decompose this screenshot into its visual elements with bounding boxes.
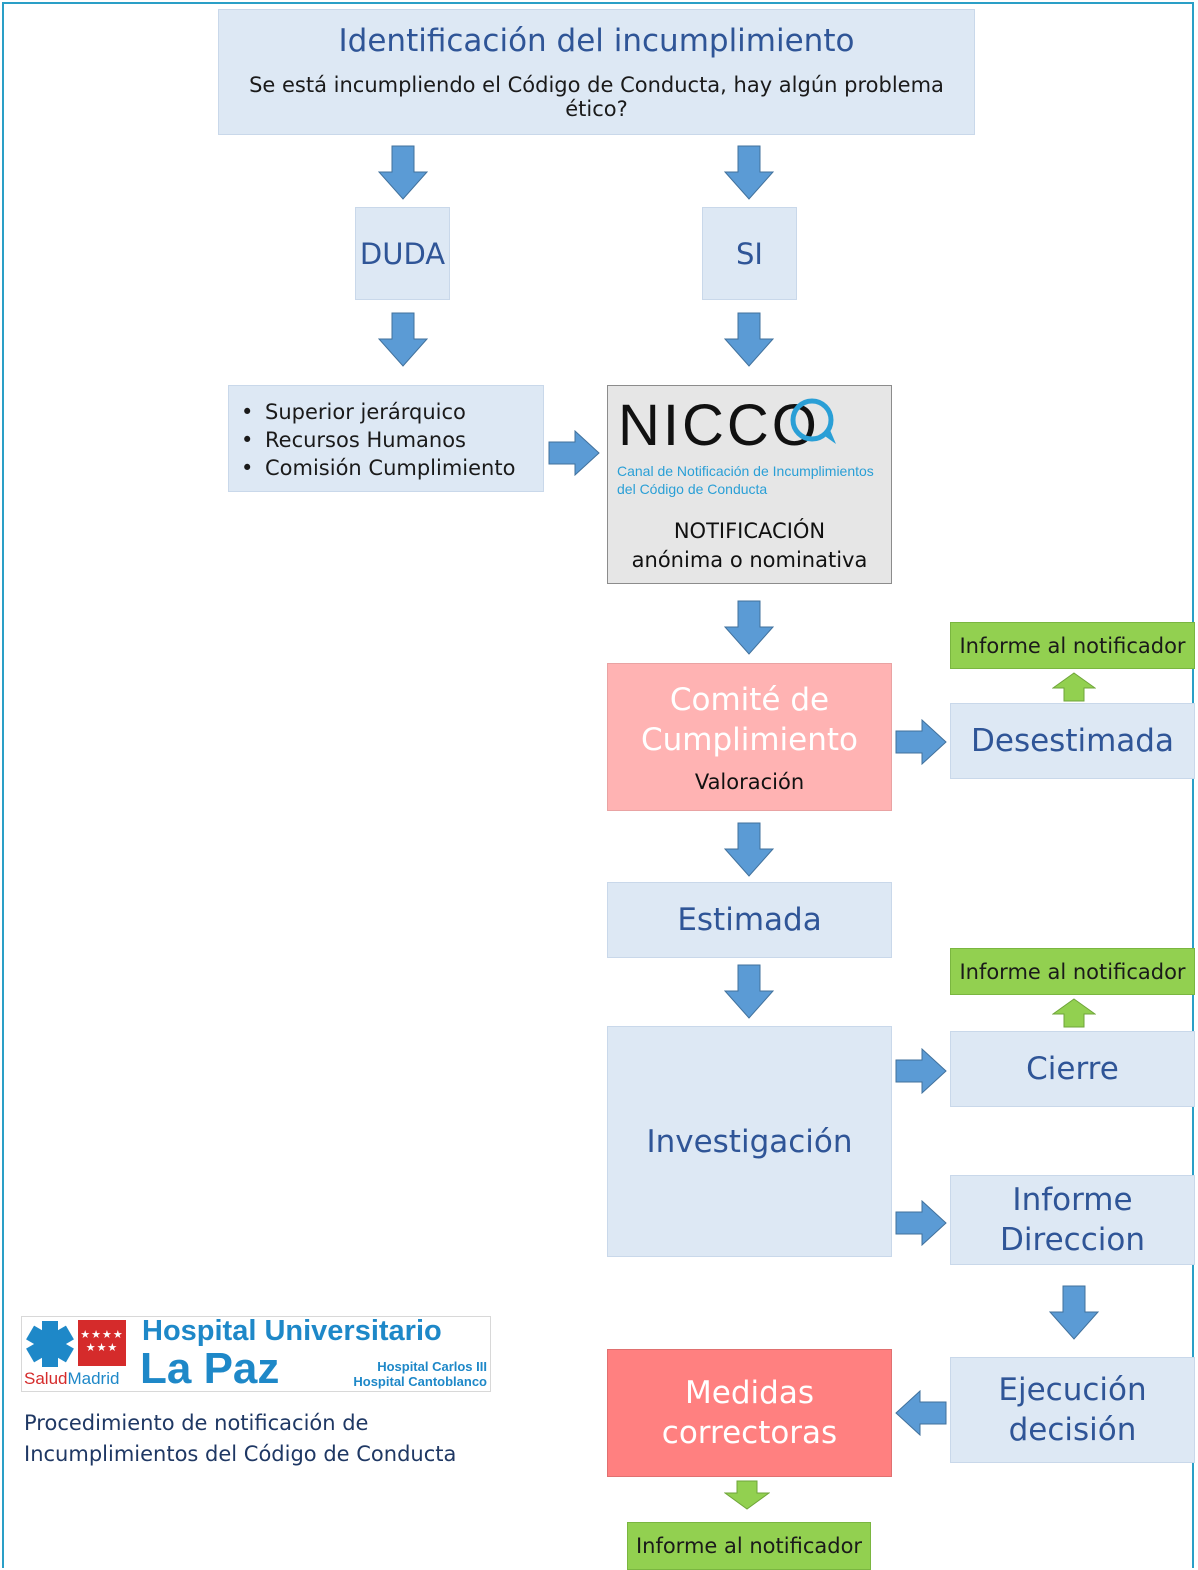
medidas-box: Medidas correctoras: [607, 1349, 892, 1477]
madrid-flag-icon: ★★★★★★★: [78, 1320, 126, 1366]
salud-label: Salud: [24, 1369, 68, 1388]
arrow-down-icon: [724, 312, 774, 367]
contacts-box: • Superior jerárquico • Recursos Humanos •…: [228, 385, 544, 492]
contact-item: • Recursos Humanos: [241, 426, 543, 454]
arrow-down-icon: [378, 312, 428, 367]
medidas-label-2: correctoras: [661, 1415, 838, 1451]
ejecucion-label-2: decisión: [1008, 1412, 1137, 1448]
arrow-up-icon: [1052, 998, 1096, 1028]
investigacion-label: Investigación: [646, 1123, 853, 1160]
notify-box: Informe al notificador: [950, 948, 1195, 995]
identification-title: Identificación del incumplimiento: [338, 23, 855, 59]
identification-box: Identificación del incumplimiento Se est…: [218, 9, 975, 135]
cierre-box: Cierre: [950, 1031, 1195, 1107]
arrow-down-icon: [724, 145, 774, 200]
madrid-label: Madrid: [67, 1369, 120, 1388]
contact-label: Comisión Cumplimiento: [265, 456, 516, 480]
star-of-life-icon: [26, 1321, 74, 1367]
chat-bubble-icon: [790, 398, 836, 444]
informe-label-2: Direccion: [1000, 1222, 1145, 1258]
arrow-down-icon: [724, 964, 774, 1019]
estimada-box: Estimada: [607, 882, 892, 958]
duda-box: DUDA: [355, 207, 450, 300]
caption-line-1: Procedimiento de notificación de: [24, 1411, 369, 1435]
ejecucion-box: Ejecución decisión: [950, 1357, 1195, 1463]
investigacion-box: Investigación: [607, 1026, 892, 1257]
nicco-logo: NICCO: [618, 396, 858, 456]
committee-title-1: Comité de: [669, 682, 830, 718]
hospital-logo: ★★★★★★★ SaludMadrid Hospital Universitar…: [21, 1316, 491, 1392]
nicco-logo-text: NICCO: [618, 393, 820, 458]
contact-label: Recursos Humanos: [265, 428, 466, 452]
committee-title-2: Cumplimiento: [640, 722, 859, 758]
notify-label: Informe al notificador: [635, 1534, 863, 1558]
contact-item: • Comisión Cumplimiento: [241, 454, 543, 482]
arrow-up-icon: [1052, 672, 1096, 702]
arrow-left-icon: [895, 1390, 947, 1436]
hospital-name: Hospital Universitario: [142, 1316, 442, 1347]
nicco-subtitle-1: Canal de Notificación de Incumplimientos: [617, 463, 874, 479]
cierre-label: Cierre: [1026, 1051, 1119, 1087]
estimada-label: Estimada: [677, 902, 822, 938]
arrow-right-icon: [895, 1048, 947, 1094]
hospital-sub-2: Hospital Cantoblanco: [353, 1374, 487, 1389]
arrow-right-icon: [895, 719, 947, 765]
informe-label-1: Informe: [1012, 1182, 1133, 1218]
notify-box: Informe al notificador: [627, 1522, 871, 1570]
arrow-down-icon: [378, 145, 428, 200]
arrow-right-icon: [548, 430, 600, 476]
notification-mode: anónima o nominativa: [631, 548, 868, 572]
informe-direccion-box: Informe Direccion: [950, 1175, 1195, 1265]
identification-question: Se está incumpliendo el Código de Conduc…: [249, 73, 944, 121]
salud-madrid-label: SaludMadrid: [24, 1369, 119, 1389]
arrow-down-icon: [1049, 1285, 1099, 1340]
notify-label: Informe al notificador: [959, 959, 1186, 984]
bullet-icon: •: [241, 428, 254, 452]
arrow-down-icon: [724, 600, 774, 655]
desestimada-box: Desestimada: [950, 703, 1195, 779]
notify-box: Informe al notificador: [950, 622, 1195, 669]
arrow-right-icon: [895, 1200, 947, 1246]
medidas-label-1: Medidas: [685, 1375, 814, 1411]
arrow-down-icon: [724, 1480, 770, 1510]
bullet-icon: •: [241, 400, 254, 424]
notify-label: Informe al notificador: [959, 633, 1186, 658]
nicco-box: NICCO Canal de Notificación de Incumplim…: [607, 385, 892, 584]
hospital-la-paz: La Paz: [140, 1344, 280, 1392]
committee-subtitle: Valoración: [694, 770, 805, 794]
arrow-down-icon: [724, 822, 774, 877]
desestimada-label: Desestimada: [971, 723, 1174, 759]
committee-box: Comité de Cumplimiento Valoración: [607, 663, 892, 811]
notification-label: NOTIFICACIÓN: [673, 519, 826, 543]
bullet-icon: •: [241, 456, 254, 480]
si-label: SI: [736, 236, 763, 271]
nicco-subtitle-2: del Código de Conducta: [617, 481, 768, 497]
hospital-sub-1: Hospital Carlos III: [377, 1359, 487, 1374]
ejecucion-label-1: Ejecución: [998, 1372, 1147, 1408]
contact-item: • Superior jerárquico: [241, 398, 543, 426]
duda-label: DUDA: [359, 236, 446, 271]
si-box: SI: [702, 207, 797, 300]
contact-label: Superior jerárquico: [265, 400, 466, 424]
caption-line-2: Incumplimientos del Código de Conducta: [24, 1442, 457, 1466]
